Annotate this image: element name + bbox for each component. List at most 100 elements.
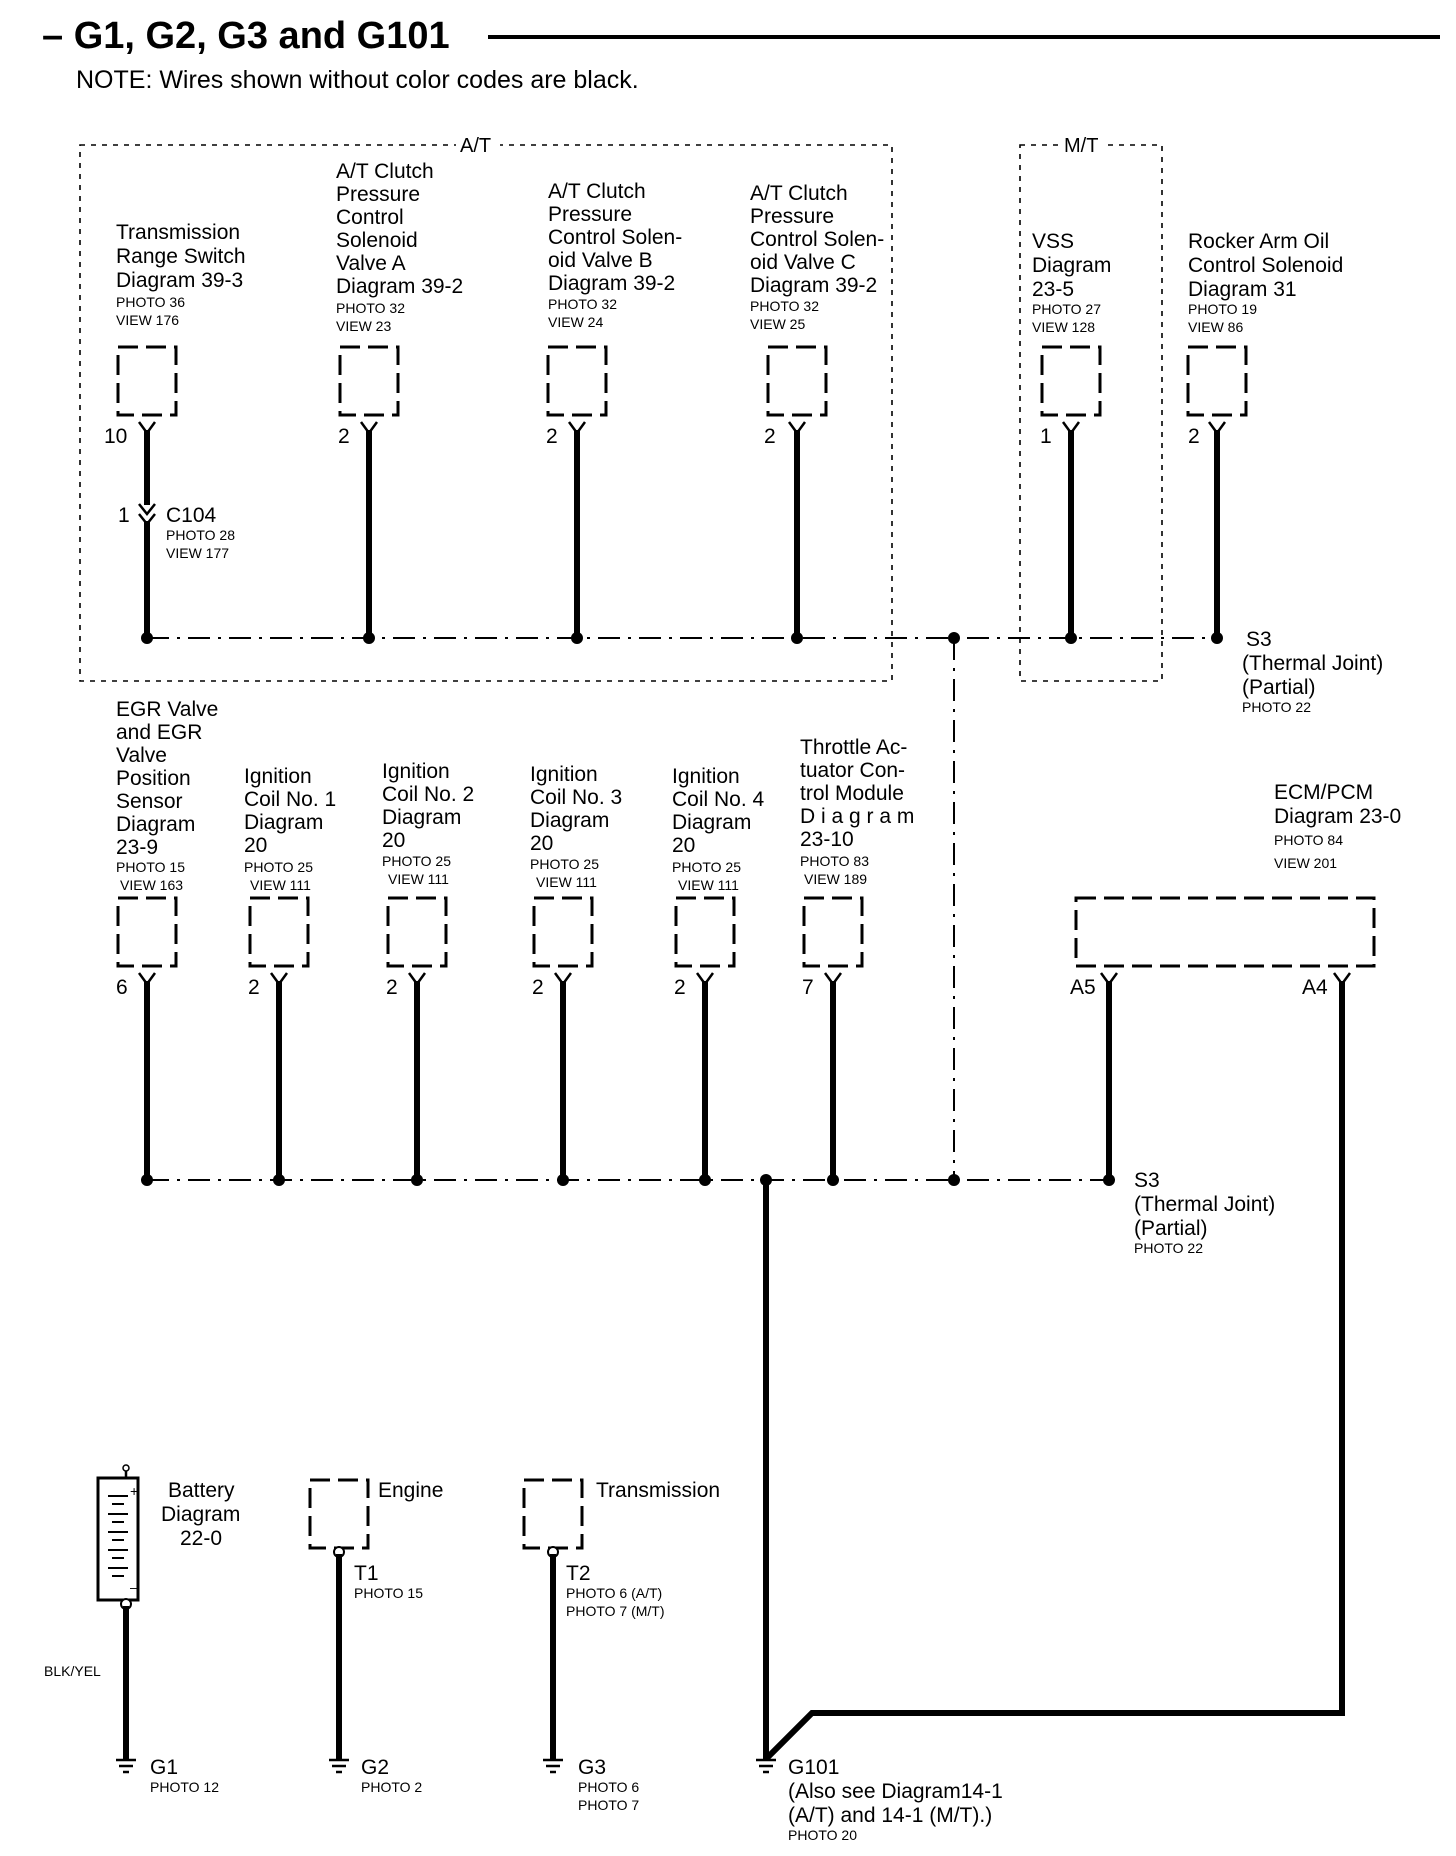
splice-dot bbox=[699, 1174, 711, 1186]
component-label: Coil No. 3 bbox=[530, 786, 622, 809]
component-label: Diagram 39-2 bbox=[548, 272, 675, 295]
component-label: Diagram 23-0 bbox=[1274, 805, 1401, 828]
pin-label: 2 bbox=[532, 976, 544, 999]
component-label: Diagram 39-3 bbox=[116, 269, 243, 292]
connector-box bbox=[674, 896, 736, 968]
photo-ref: PHOTO 6 (A/T) bbox=[566, 1585, 662, 1601]
splice-dot bbox=[948, 1174, 960, 1186]
splice-dot bbox=[1065, 632, 1077, 644]
component-label: Rocker Arm Oil bbox=[1188, 230, 1329, 253]
component-label: Diagram 39-2 bbox=[336, 275, 463, 298]
connector-box bbox=[1186, 345, 1248, 417]
component-label: VSS bbox=[1032, 230, 1074, 253]
splice-dot bbox=[411, 1174, 423, 1186]
component-label: D i a g r a m bbox=[800, 805, 914, 828]
ground-label: G1 bbox=[150, 1756, 178, 1779]
component-label: trol Module bbox=[800, 782, 904, 805]
page-title: – G1, G2, G3 and G101 bbox=[42, 15, 450, 57]
component-label: Diagram bbox=[116, 813, 195, 836]
component-label: Ignition bbox=[530, 763, 598, 786]
transmission-label: Transmission bbox=[596, 1479, 720, 1502]
connector-box bbox=[546, 345, 608, 417]
splice-dot bbox=[1103, 1174, 1115, 1186]
ground-note: (Also see Diagram14-1 bbox=[788, 1780, 1003, 1803]
s3-bottom-thermal-joint: S3 (Thermal Joint) (Partial) PHOTO 22 bbox=[141, 1169, 1275, 1256]
ground-label: G3 bbox=[578, 1756, 606, 1779]
view-ref: VIEW 111 bbox=[388, 871, 449, 887]
component-label: 20 bbox=[382, 829, 405, 852]
splice-dot bbox=[948, 632, 960, 644]
connector-box bbox=[248, 896, 310, 968]
pin-label: 10 bbox=[104, 425, 127, 448]
c104-connector: 1 C104 PHOTO 28 VIEW 177 bbox=[118, 504, 235, 561]
engine-terminal: Engine T1 PHOTO 15 bbox=[308, 1478, 443, 1759]
component-label: A/T Clutch bbox=[750, 182, 848, 205]
component-label: oid Valve C bbox=[750, 251, 856, 274]
component-label: Throttle Ac- bbox=[800, 736, 907, 759]
ground-g101: G101 (Also see Diagram14-1 (A/T) and 14-… bbox=[756, 1756, 1003, 1843]
pin-label: A4 bbox=[1302, 976, 1328, 999]
splice-dot bbox=[1211, 632, 1223, 644]
component-label: tuator Con- bbox=[800, 759, 905, 782]
view-ref: VIEW 201 bbox=[1274, 855, 1337, 871]
pin-label: 2 bbox=[338, 425, 350, 448]
component-label: Coil No. 1 bbox=[244, 788, 336, 811]
at-area-outline bbox=[79, 144, 893, 682]
component-label: Valve A bbox=[336, 252, 406, 275]
note-text: NOTE: Wires shown without color codes ar… bbox=[76, 66, 639, 94]
view-ref: VIEW 177 bbox=[166, 545, 229, 561]
ground-g1: G1 PHOTO 12 bbox=[116, 1756, 219, 1795]
component-label: 20 bbox=[672, 834, 695, 857]
component-label: Ignition bbox=[244, 765, 312, 788]
photo-ref: PHOTO 7 (M/T) bbox=[566, 1603, 665, 1619]
component-label: 20 bbox=[530, 832, 553, 855]
battery-label: Battery bbox=[168, 1479, 235, 1502]
component-label: Ignition bbox=[382, 760, 450, 783]
component-label: Diagram bbox=[1032, 254, 1111, 277]
connector-box bbox=[522, 1478, 584, 1550]
component-label: Diagram bbox=[244, 811, 323, 834]
splice-dot bbox=[791, 632, 803, 644]
component-label: Valve bbox=[116, 744, 167, 767]
ecm-ground-wire bbox=[764, 1710, 1345, 1761]
component-label: and EGR bbox=[116, 721, 202, 744]
component-label: oid Valve B bbox=[548, 249, 653, 272]
pin-label: 2 bbox=[386, 976, 398, 999]
splice-dot bbox=[557, 1174, 569, 1186]
photo-ref: PHOTO 83 bbox=[800, 853, 869, 869]
splice-dot bbox=[760, 1174, 772, 1186]
component-label: Coil No. 4 bbox=[672, 788, 765, 811]
component-label: Range Switch bbox=[116, 245, 246, 268]
component-label: Ignition bbox=[672, 765, 740, 788]
wire-color-code: BLK/YEL bbox=[44, 1663, 101, 1679]
pin-label: 2 bbox=[674, 976, 686, 999]
battery-label: 22-0 bbox=[180, 1527, 222, 1550]
splice-dot bbox=[363, 632, 375, 644]
pin-label: 2 bbox=[248, 976, 260, 999]
splice-dot bbox=[273, 1174, 285, 1186]
s3-desc: (Partial) bbox=[1242, 676, 1316, 699]
photo-ref: PHOTO 32 bbox=[548, 296, 617, 312]
ground-note: (A/T) and 14-1 (M/T).) bbox=[788, 1804, 992, 1827]
mt-label-mask bbox=[1061, 132, 1105, 158]
view-ref: VIEW 25 bbox=[750, 316, 805, 332]
view-ref: VIEW 163 bbox=[120, 877, 183, 893]
ground-label: G2 bbox=[361, 1756, 389, 1779]
ground-icon bbox=[543, 1758, 563, 1774]
view-ref: VIEW 111 bbox=[536, 874, 597, 890]
at-area-label: A/T bbox=[460, 135, 491, 157]
component-label: Pressure bbox=[336, 183, 420, 206]
connector-box bbox=[1074, 896, 1376, 968]
ground-g2: G2 PHOTO 2 bbox=[329, 1756, 422, 1795]
